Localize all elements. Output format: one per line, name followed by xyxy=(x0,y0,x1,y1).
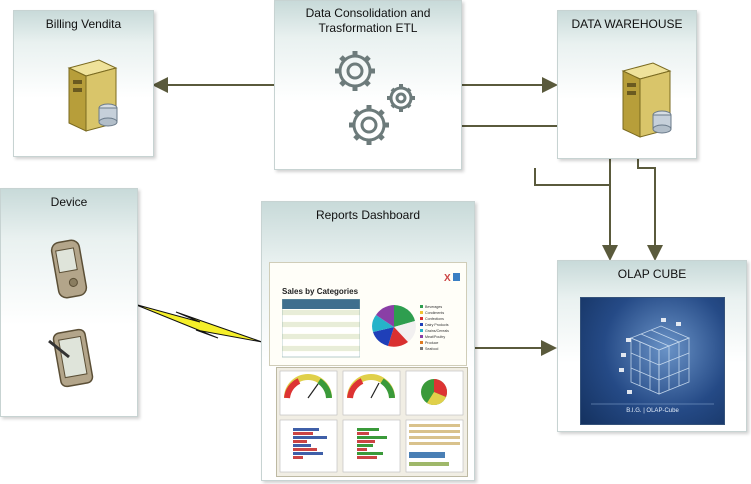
legend-item: Seafood xyxy=(425,347,438,351)
reports-node[interactable]: Reports Dashboard Sales by Categories Be… xyxy=(261,201,475,481)
warehouse-node[interactable]: DATA WAREHOUSE xyxy=(557,10,697,159)
category-pie-chart xyxy=(372,305,416,347)
tablet-icon xyxy=(48,328,94,388)
server-icon xyxy=(67,59,118,132)
etl-title-line2: Trasformation ETL xyxy=(318,21,418,35)
legend-item: Meat/Poultry xyxy=(425,335,445,339)
gears-icon xyxy=(335,51,415,145)
olap-title: OLAP CUBE xyxy=(617,267,687,281)
legend-item: Grains/Cereals xyxy=(425,329,449,333)
olap-node[interactable]: OLAP CUBE B.I.G. | OLAP-Cube xyxy=(557,260,747,432)
legend-item: Produce xyxy=(425,341,438,345)
reports-title: Reports Dashboard xyxy=(315,208,421,222)
device-title: Device xyxy=(50,195,88,209)
olap-caption: B.I.G. | OLAP-Cube xyxy=(626,408,679,414)
sales-report-sheet: Sales by Categories Beverages Condiments… xyxy=(269,262,467,366)
etl-node[interactable]: Data Consolidation and Trasformation ETL xyxy=(274,0,462,170)
pda-icon xyxy=(50,239,88,299)
arrow-warehouse-to-olap xyxy=(637,158,663,261)
cube-icon xyxy=(591,318,714,405)
server-icon xyxy=(621,62,672,138)
dashboard-widgets xyxy=(279,370,464,473)
svg-text:X: X xyxy=(444,273,451,284)
etl-title: Data Consolidation and Trasformation ETL xyxy=(275,6,461,36)
category-table xyxy=(282,299,360,358)
report-logo-icon: X xyxy=(444,273,460,284)
billing-node[interactable]: Billing Vendita xyxy=(13,10,154,157)
pie-legend: Beverages Condiments Confections Dairy P… xyxy=(420,305,449,351)
arrow-etl-to-olap-2 xyxy=(534,168,610,186)
dashboard-panel xyxy=(276,367,468,477)
etl-title-line1: Data Consolidation and xyxy=(305,6,431,20)
lightning-icon xyxy=(133,303,263,343)
olap-cube-image: B.I.G. | OLAP-Cube xyxy=(580,297,725,425)
billing-title: Billing Vendita xyxy=(45,17,122,31)
report-heading: Sales by Categories xyxy=(282,287,359,296)
device-node[interactable]: Device xyxy=(0,188,138,417)
warehouse-title: DATA WAREHOUSE xyxy=(571,17,683,31)
legend-item: Beverages xyxy=(425,305,442,309)
legend-item: Confections xyxy=(425,317,444,321)
legend-item: Condiments xyxy=(425,311,444,315)
legend-item: Dairy Products xyxy=(425,323,449,327)
